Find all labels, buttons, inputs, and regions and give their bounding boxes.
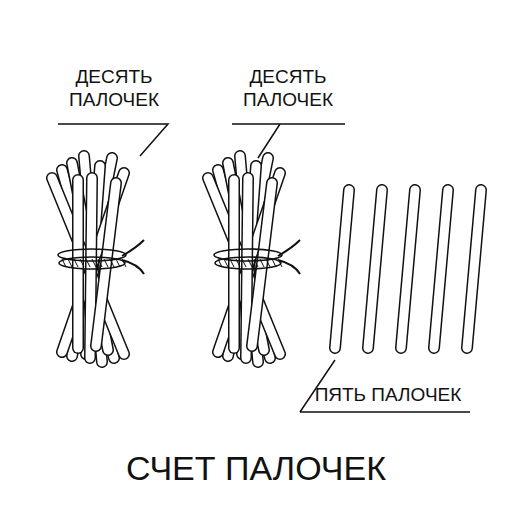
- stick: [234, 180, 235, 348]
- stick-outline: [72, 180, 84, 348]
- stick-outline: [467, 190, 481, 348]
- stick-outline: [246, 178, 248, 358]
- rope-tail: [122, 240, 144, 256]
- rope-twist: [116, 259, 120, 267]
- rope-twist: [86, 259, 90, 267]
- rope-twist: [74, 259, 78, 267]
- rope-twist: [254, 259, 258, 267]
- leader-line: [58, 124, 168, 156]
- stick-fill: [401, 190, 415, 348]
- stick: [90, 178, 92, 358]
- rope-twist: [218, 259, 222, 267]
- rope-twist: [236, 259, 240, 267]
- stick-outline: [335, 190, 349, 348]
- stick-outline: [96, 183, 116, 346]
- rope-twist: [230, 259, 234, 267]
- rope-twist: [224, 259, 228, 267]
- stick-fill: [434, 190, 448, 348]
- stick-outline: [90, 178, 92, 358]
- stick-fill: [90, 178, 92, 358]
- stick: [401, 190, 415, 348]
- rope-twist: [104, 259, 108, 267]
- sticks: [52, 156, 481, 362]
- stick-fill: [252, 183, 272, 346]
- rope-twist: [260, 259, 264, 267]
- stick-fill: [368, 190, 382, 348]
- stick: [246, 178, 248, 358]
- rope: [214, 240, 300, 274]
- stick: [434, 190, 448, 348]
- rope-loop: [59, 257, 125, 269]
- rope: [58, 240, 144, 274]
- stick-outline: [228, 180, 240, 348]
- stick: [78, 180, 79, 348]
- stick: [368, 190, 382, 348]
- rope-twist: [62, 259, 66, 267]
- stick-fill: [246, 178, 248, 358]
- leader-lines: [58, 124, 470, 412]
- stick: [335, 190, 349, 348]
- rope-twist: [98, 259, 102, 267]
- callout-label: ДЕСЯТЬ ПАЛОЧЕК: [230, 66, 346, 112]
- stick-fill: [467, 190, 481, 348]
- stick: [467, 190, 481, 348]
- leader-line: [232, 124, 345, 158]
- stick-fill: [230, 180, 239, 348]
- rope-twist: [272, 259, 276, 267]
- callout-label: ПЯТЬ ПАЛОЧЕК: [300, 384, 476, 407]
- rope-twist: [92, 259, 96, 267]
- rope-twist: [80, 259, 84, 267]
- rope-twist: [248, 259, 252, 267]
- rope-tail: [278, 240, 300, 256]
- rope-twist: [266, 259, 270, 267]
- stick-outline: [434, 190, 448, 348]
- stick-outline: [368, 190, 382, 348]
- rope-loop: [215, 257, 281, 269]
- stick: [96, 183, 116, 346]
- rope-twist: [110, 259, 114, 267]
- stick: [252, 183, 272, 346]
- stick-fill: [96, 183, 116, 346]
- rope-tail: [122, 260, 144, 274]
- rope-twist: [68, 259, 72, 267]
- rope-tail: [278, 260, 300, 274]
- stick-fill: [335, 190, 349, 348]
- stick-fill: [74, 180, 83, 348]
- stick-outline: [252, 183, 272, 346]
- stick-outline: [401, 190, 415, 348]
- rope-twist: [242, 259, 246, 267]
- title: СЧЕТ ПАЛОЧЕК: [0, 448, 512, 489]
- callout-label: ДЕСЯТЬ ПАЛОЧЕК: [56, 66, 172, 112]
